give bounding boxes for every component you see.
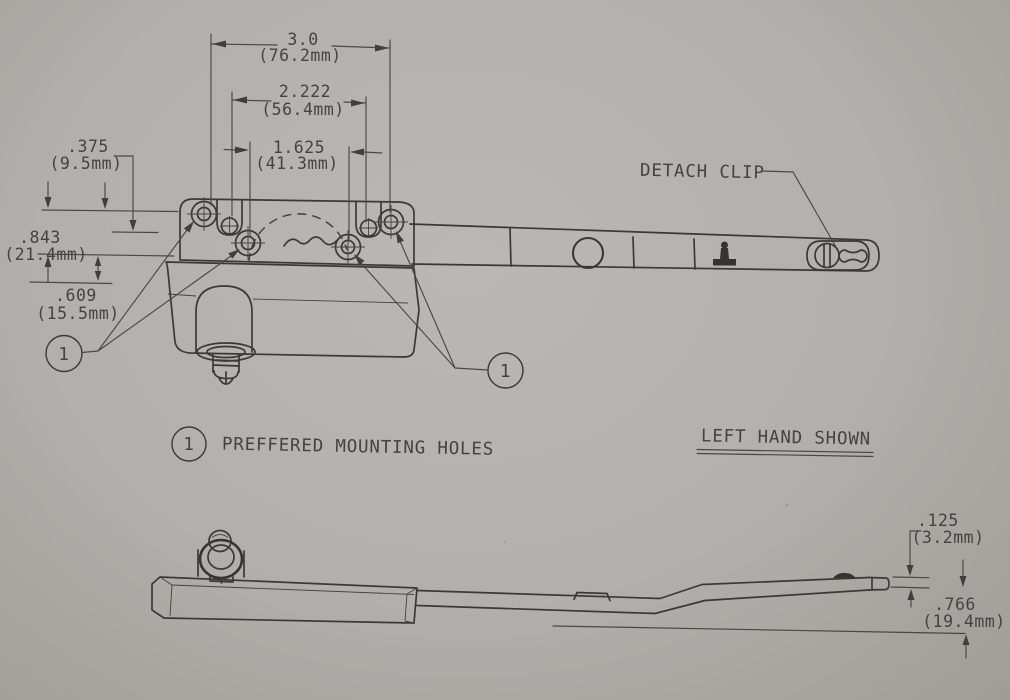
crank-hub <box>197 529 245 584</box>
gear-housing-scallop <box>283 236 341 247</box>
hand-note-text: LEFT HAND SHOWN <box>701 426 871 449</box>
dimension-hole-offset: .375 (9.5mm) <box>49 137 159 234</box>
mounting-hole-f <box>374 205 408 239</box>
dim-766-mm: (19.4mm) <box>922 612 1005 631</box>
dim-125-in: .125 <box>917 511 959 530</box>
bottom-view-operator <box>151 529 966 635</box>
threaded-stud <box>212 354 240 373</box>
legend-preferred-holes: 1 PREFFERED MOUNTING HOLES <box>171 426 494 462</box>
housing-crease <box>167 293 409 304</box>
dim-2-222-in: 2.222 <box>279 82 331 101</box>
balloon-left-number: 1 <box>58 345 69 365</box>
legend-text: PREFFERED MOUNTING HOLES <box>222 435 494 460</box>
dimension-base-height: .843 (21.4mm) <box>4 181 179 283</box>
mounting-hole-e <box>359 218 378 238</box>
balloon-right: 1 <box>354 231 524 389</box>
hand-note: LEFT HAND SHOWN <box>696 426 874 458</box>
brand-stamp <box>713 241 736 266</box>
dim-125-mm: (3.2mm) <box>911 528 984 547</box>
hidden-gear-arc <box>248 213 348 263</box>
top-view-operator <box>165 197 880 385</box>
dim-1-625-in: 1.625 <box>273 138 325 157</box>
dim-609-mm: (15.5mm) <box>36 304 119 323</box>
paper-speck <box>785 503 789 507</box>
mounting-hole-d <box>331 230 365 264</box>
stud-tip <box>213 370 239 385</box>
operator-arm-plan <box>409 223 880 272</box>
worm-dome <box>195 285 253 353</box>
dimension-inner-holes: 1.625 (41.3mm) <box>223 138 383 241</box>
hand-note-underline <box>696 448 874 458</box>
mounting-hole-b <box>220 216 239 236</box>
paper-speck <box>504 541 506 543</box>
dim-1-625-mm: (41.3mm) <box>255 154 338 173</box>
dim-375-mm: (9.5mm) <box>49 154 122 173</box>
legend-balloon-number: 1 <box>183 435 194 455</box>
dimension-outer-holes: 2.222 (56.4mm) <box>231 82 367 223</box>
dimension-lower-height: .609 (15.5mm) <box>29 256 119 323</box>
mounting-plate <box>179 198 415 267</box>
dimension-overall-width: 3.0 (76.2mm) <box>210 30 391 213</box>
gear-housing <box>165 261 420 358</box>
stud-washer-inner <box>206 345 246 359</box>
mounting-hole-c <box>231 226 265 260</box>
dimension-body-height: .766 (19.4mm) <box>922 559 1005 659</box>
detach-clip-callout: DETACH CLIP <box>640 161 837 248</box>
dim-375-in: .375 <box>67 137 109 156</box>
detach-clip-label: DETACH CLIP <box>640 161 765 184</box>
balloon-left: 1 <box>45 221 240 373</box>
balloon-right-number: 1 <box>500 362 511 382</box>
dim-3-0-in: 3.0 <box>287 30 318 49</box>
clip-slot <box>806 240 870 271</box>
housing-front <box>151 576 418 624</box>
operator-arm-elevation <box>416 572 890 615</box>
dim-843-in: .843 <box>19 228 61 247</box>
dim-3-0-mm: (76.2mm) <box>258 46 341 65</box>
mounting-reference-line <box>552 625 966 635</box>
housing-facets <box>159 576 418 624</box>
dim-766-in: .766 <box>934 595 976 614</box>
dimension-arm-thickness: .125 (3.2mm) <box>890 511 984 608</box>
clip-dogbone-slot <box>838 249 868 263</box>
dim-609-in: .609 <box>55 286 97 305</box>
dim-843-mm: (21.4mm) <box>4 245 87 264</box>
clip-tab-silhouette <box>833 572 856 579</box>
mounting-hole-a <box>187 197 221 231</box>
dim-2-222-mm: (56.4mm) <box>261 100 344 119</box>
arm-pivot-hole <box>571 236 605 270</box>
